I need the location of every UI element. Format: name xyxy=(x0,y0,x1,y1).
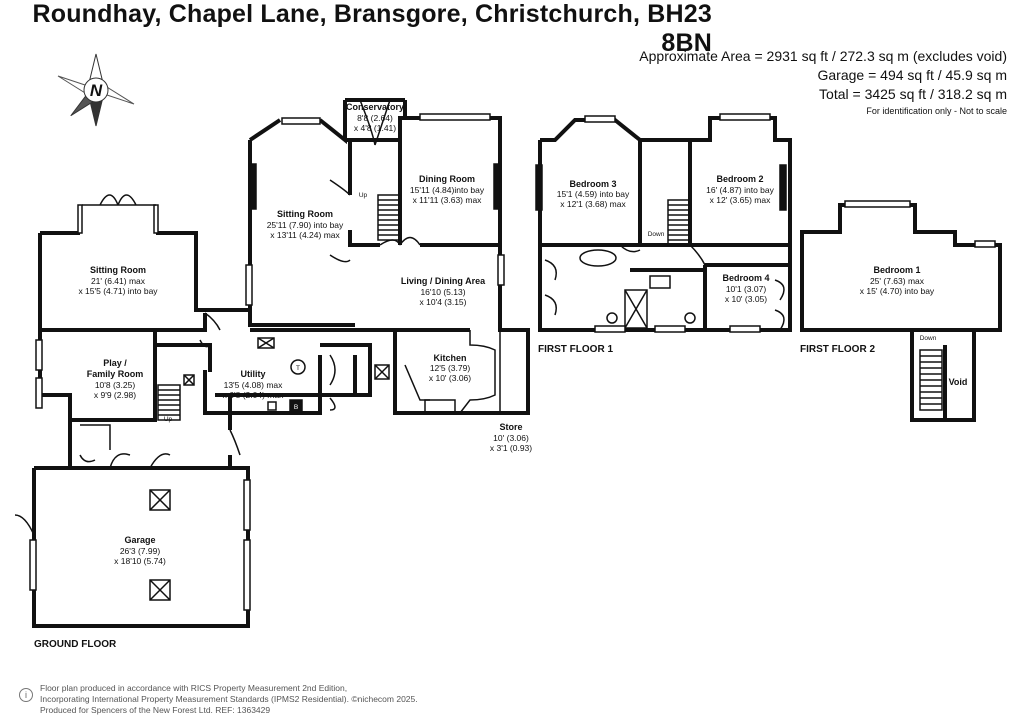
garage-dim1: 26'3 (7.99) xyxy=(120,546,161,556)
sitting-room-west-dim2: x 15'5 (4.71) into bay xyxy=(78,286,158,296)
play-room-name1: Play / xyxy=(103,358,127,368)
sitting-room-west-name: Sitting Room xyxy=(90,265,146,275)
bedroom1-name: Bedroom 1 xyxy=(873,265,920,275)
stairs-down-first1: Down xyxy=(648,231,665,238)
floor-plan-diagram: N xyxy=(14,53,1002,650)
conservatory-dim2: x 4'8 (1.41) xyxy=(354,123,396,133)
bedroom3-dim1: 15'1 (4.59) into bay xyxy=(557,189,630,199)
stairs-up-ground-play: Up xyxy=(164,416,173,423)
living-dining-dim1: 16'10 (5.13) xyxy=(420,287,465,297)
void-name: Void xyxy=(949,377,968,387)
garage-area: Garage = 494 sq ft / 45.9 sq m xyxy=(817,67,1008,83)
utility-name: Utility xyxy=(240,369,265,379)
dining-room-dim1: 15'11 (4.84)into bay xyxy=(410,185,485,195)
footer-line3: Produced for Spencers of the New Forest … xyxy=(40,705,271,715)
compass-letter: N xyxy=(90,81,103,100)
living-dining-name: Living / Dining Area xyxy=(401,276,486,286)
first-floor-1-label: FIRST FLOOR 1 xyxy=(538,344,613,355)
store-name: Store xyxy=(499,422,522,432)
compass-north-icon: N xyxy=(57,53,135,127)
boiler-marker: T xyxy=(296,365,300,372)
stairs-up-ground-main: Up xyxy=(359,192,368,199)
sitting-room-west-dim1: 21' (6.41) max xyxy=(91,276,146,286)
bedroom3-name: Bedroom 3 xyxy=(569,179,616,189)
bedroom3-dim2: x 12'1 (3.68) max xyxy=(560,199,626,209)
kitchen-dim1: 12'5 (3.79) xyxy=(430,363,471,373)
bedroom4-name: Bedroom 4 xyxy=(722,273,769,283)
play-room-dim1: 10'8 (3.25) xyxy=(95,380,136,390)
fuse-box-marker: B xyxy=(294,404,298,411)
utility-dim2: x 6'8 (2.04) max xyxy=(223,390,284,400)
store-dim1: 10' (3.06) xyxy=(493,433,529,443)
first-floor-2-label: FIRST FLOOR 2 xyxy=(800,344,875,355)
play-room-dim2: x 9'9 (2.98) xyxy=(94,390,136,400)
bedroom1-dim1: 25' (7.63) max xyxy=(870,276,925,286)
info-icon: i xyxy=(19,688,33,702)
address-title: Roundhay, Chapel Lane, Bransgore, Christ… xyxy=(32,0,712,57)
bedroom2-dim2: x 12' (3.65) max xyxy=(710,195,771,205)
footer-line1: Floor plan produced in accordance with R… xyxy=(40,683,348,693)
disclaimer: For identification only - Not to scale xyxy=(866,106,1007,116)
dining-room-dim2: x 11'11 (3.63) max xyxy=(413,195,483,205)
utility-dim1: 13'5 (4.08) max xyxy=(224,380,284,390)
total-area: Total = 3425 sq ft / 318.2 sq m xyxy=(819,86,1007,102)
play-room-name2: Family Room xyxy=(87,369,144,379)
sitting-room-main-dim1: 25'11 (7.90) into bay xyxy=(267,220,344,230)
garage-dim2: x 18'10 (5.74) xyxy=(114,556,166,566)
kitchen-dim2: x 10' (3.06) xyxy=(429,373,471,383)
dining-room-name: Dining Room xyxy=(419,174,475,184)
bedroom4-dim2: x 10' (3.05) xyxy=(725,294,767,304)
bedroom2-name: Bedroom 2 xyxy=(716,174,763,184)
living-dining-dim2: x 10'4 (3.15) xyxy=(420,297,467,307)
footer-line2: Incorporating International Property Mea… xyxy=(40,694,418,704)
garage-name: Garage xyxy=(124,535,155,545)
conservatory-name: Conservatory xyxy=(346,102,404,112)
sitting-room-main-dim2: x 13'11 (4.24) max xyxy=(270,230,340,240)
kitchen-name: Kitchen xyxy=(433,353,466,363)
approximate-area: Approximate Area = 2931 sq ft / 272.3 sq… xyxy=(639,48,1007,64)
store-dim2: x 3'1 (0.93) xyxy=(490,443,532,453)
ground-floor-label: GROUND FLOOR xyxy=(34,639,117,650)
bedroom2-dim1: 16' (4.87) into bay xyxy=(706,185,775,195)
conservatory-dim1: 8'8 (2.64) xyxy=(357,113,393,123)
bedroom4-dim1: 10'1 (3.07) xyxy=(726,284,767,294)
bedroom1-dim2: x 15' (4.70) into bay xyxy=(860,286,935,296)
sitting-room-main-name: Sitting Room xyxy=(277,209,333,219)
stairs-down-first2: Down xyxy=(920,335,937,342)
footer: Floor plan produced in accordance with R… xyxy=(40,683,418,716)
